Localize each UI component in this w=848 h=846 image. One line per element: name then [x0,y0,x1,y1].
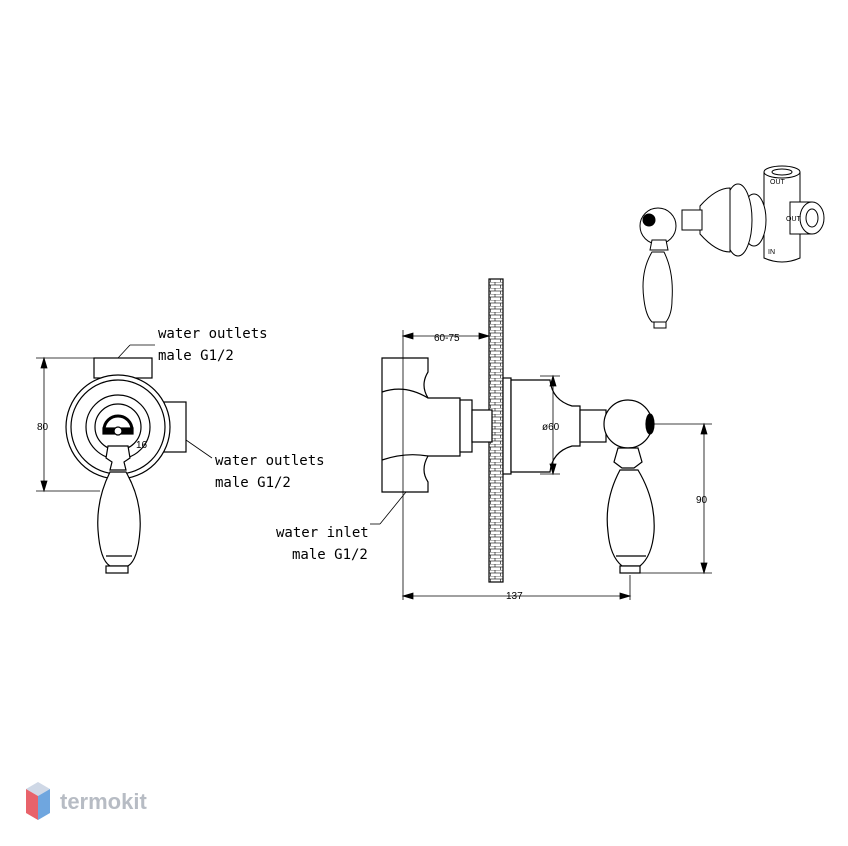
side-view [381,278,655,583]
isometric-view [639,165,825,329]
side-backplate [502,377,512,475]
label-water-outlets-side: water outlets [215,453,325,469]
front-spindle [113,426,123,436]
label-male-g12-side: male G1/2 [215,475,291,491]
iso-lever-indicator [642,213,656,227]
iso-valve-body [763,171,801,263]
front-lever-collar [105,445,131,471]
iso-lever-collar [649,239,669,251]
iso-label-in: IN [768,249,775,256]
iso-ceramic-handle [642,251,673,323]
label-water-inlet: water inlet [276,525,369,541]
side-stem [579,409,607,443]
front-ceramic-handle [97,471,141,567]
iso-side-outlet-bore [805,208,819,228]
front-handle-tip [105,565,129,574]
side-ceramic-handle [606,469,655,567]
label-water-outlets-top: water outlets [158,326,268,342]
iso-escutcheon [699,187,731,253]
iso-label-out-top: OUT [770,179,786,186]
iso-top-outlet-bore [771,168,793,176]
side-handle-tip [619,565,641,574]
dimension-80: 80 [37,422,49,433]
watermark-brand: termokit [60,789,147,814]
side-spindle-shaft [471,409,493,443]
side-body-curve-top [381,388,429,399]
front-view [65,357,187,574]
label-male-g12-top: male G1/2 [158,348,234,364]
side-lever-ball [603,399,653,449]
dimension-90: 90 [696,495,708,506]
label-male-g12-inlet: male G1/2 [292,547,368,563]
dimension-137: 137 [506,591,523,602]
front-cartridge-arc [102,414,134,431]
dimension-16: 16 [136,440,148,451]
iso-stem [681,209,703,231]
side-lever-collar [613,447,643,469]
side-valve-body [381,357,461,493]
iso-label-out-side: OUT [786,216,802,223]
side-nut [459,399,473,453]
dimension-60-75: 60-75 [434,333,460,344]
iso-handle-tip [653,321,667,329]
dimension-diameter-60: ø60 [542,422,560,433]
iso-lever-ball [639,207,677,245]
side-body-curve-bottom [381,454,429,461]
side-dimensions [370,330,712,600]
front-dimensions [36,344,213,493]
termokit-logo-icon [26,782,50,820]
